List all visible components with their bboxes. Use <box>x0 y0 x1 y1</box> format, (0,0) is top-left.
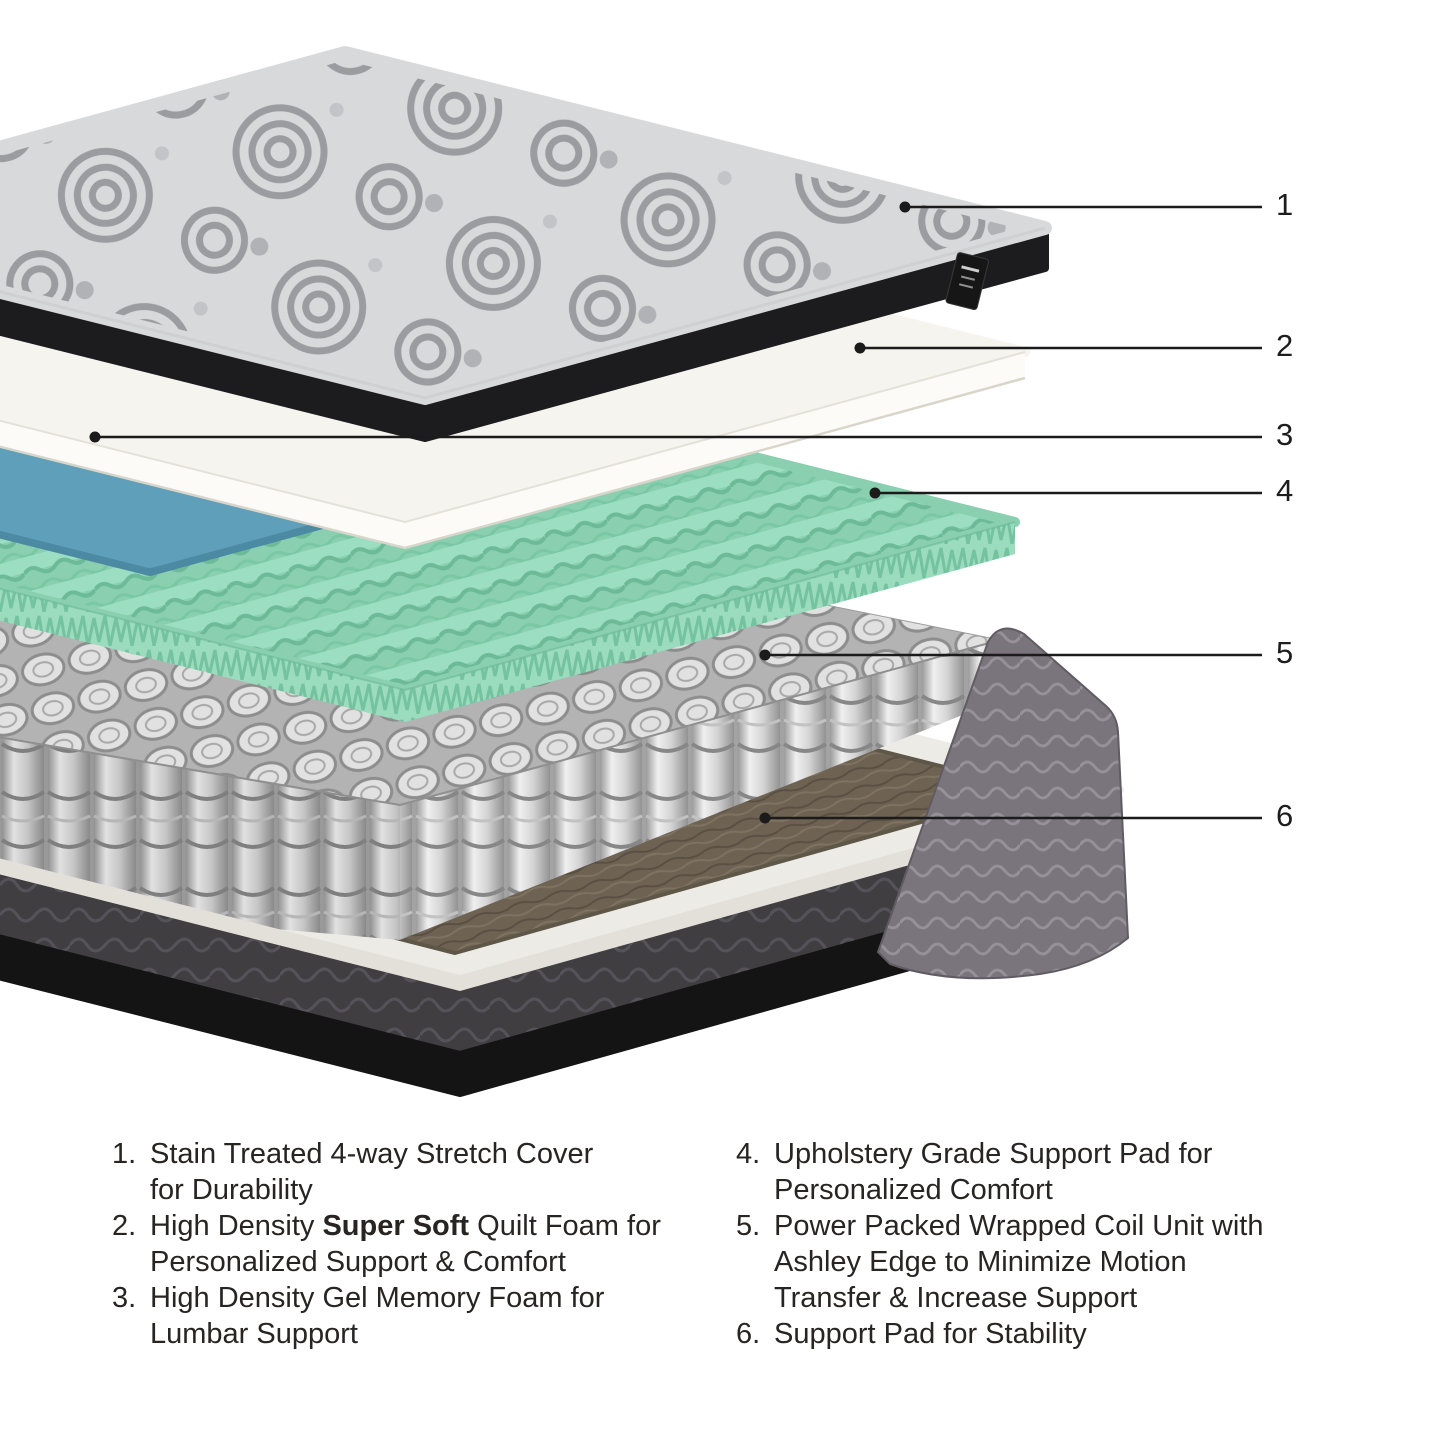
callout-number-1: 1 <box>1276 187 1294 223</box>
legend-item-1-line-2: for Durability <box>150 1174 313 1206</box>
legend-item-1-line-1: Stain Treated 4-way Stretch Cover <box>150 1138 594 1170</box>
callout-line-1 <box>899 201 1262 213</box>
legend-item-2-line-1-bold: Super Soft <box>322 1210 470 1242</box>
callout-line-5 <box>759 649 1262 661</box>
legend-item-2-line-1: High Density Super Soft Quilt Foam for <box>150 1208 687 1244</box>
callout-number-6: 6 <box>1276 798 1294 834</box>
legend-item-1-text: Stain Treated 4-way Stretch Cover for Du… <box>150 1136 687 1208</box>
legend-item-3: 3. High Density Gel Memory Foam for Lumb… <box>112 1280 687 1352</box>
edge-support-wedge <box>876 627 1130 980</box>
mattress-exploded-diagram: 1 2 3 4 5 6 <box>0 46 1294 1097</box>
callout-number-3: 3 <box>1276 417 1294 453</box>
legend-item-2: 2. High Density Super Soft Quilt Foam fo… <box>112 1208 687 1280</box>
cover-layer <box>0 46 1052 442</box>
legend-column-left: 1. Stain Treated 4-way Stretch Cover for… <box>112 1136 687 1352</box>
legend-item-4-line-2: Personalized Comfort <box>774 1174 1053 1206</box>
legend-item-6-text: Support Pad for Stability <box>774 1316 1336 1352</box>
legend-item-2-line-1-post: Quilt Foam for <box>469 1210 661 1242</box>
callout-line-2 <box>854 342 1262 354</box>
callout-number-2: 2 <box>1276 328 1294 364</box>
legend-item-5: 5. Power Packed Wrapped Coil Unit with A… <box>736 1208 1336 1316</box>
legend-item-5-line-1: Power Packed Wrapped Coil Unit with <box>774 1210 1264 1242</box>
legend-item-3-text: High Density Gel Memory Foam for Lumbar … <box>150 1280 687 1352</box>
callout-line-6 <box>759 812 1262 824</box>
legend-item-5-line-2: Ashley Edge to Minimize Motion <box>774 1246 1187 1278</box>
legend-item-5-text: Power Packed Wrapped Coil Unit with Ashl… <box>774 1208 1336 1316</box>
legend-item-1-number: 1. <box>112 1138 137 1170</box>
callout-line-3 <box>89 431 1262 443</box>
legend-item-3-line-2: Lumbar Support <box>150 1318 358 1350</box>
legend-item-2-line-2: Personalized Support & Comfort <box>150 1246 566 1278</box>
legend-item-1: 1. Stain Treated 4-way Stretch Cover for… <box>112 1136 687 1208</box>
callout-line-4 <box>869 487 1262 499</box>
callout-number-5: 5 <box>1276 635 1294 671</box>
cover-label-tag <box>945 252 989 311</box>
legend-item-5-number: 5. <box>736 1210 761 1242</box>
legend-item-2-text: High Density Super Soft Quilt Foam for P… <box>150 1208 687 1280</box>
legend-item-4-text: Upholstery Grade Support Pad for Persona… <box>774 1136 1336 1208</box>
legend-item-2-number: 2. <box>112 1210 137 1242</box>
legend-item-2-line-1-pre: High Density <box>150 1210 323 1242</box>
legend-item-5-line-3: Transfer & Increase Support <box>774 1282 1138 1314</box>
legend-item-3-number: 3. <box>112 1282 137 1314</box>
legend-item-4-number: 4. <box>736 1138 761 1170</box>
legend-item-3-line-1: High Density Gel Memory Foam for <box>150 1282 605 1314</box>
legend-item-4: 4. Upholstery Grade Support Pad for Pers… <box>736 1136 1336 1208</box>
legend-column-right: 4. Upholstery Grade Support Pad for Pers… <box>736 1136 1336 1352</box>
legend-item-6: 6. Support Pad for Stability <box>736 1316 1336 1352</box>
legend-item-4-line-1: Upholstery Grade Support Pad for <box>774 1138 1213 1170</box>
callout-number-4: 4 <box>1276 473 1294 509</box>
legend-item-6-number: 6. <box>736 1318 761 1350</box>
legend-item-6-line-1: Support Pad for Stability <box>774 1318 1087 1350</box>
mattress-diagram-svg <box>0 46 1262 1097</box>
